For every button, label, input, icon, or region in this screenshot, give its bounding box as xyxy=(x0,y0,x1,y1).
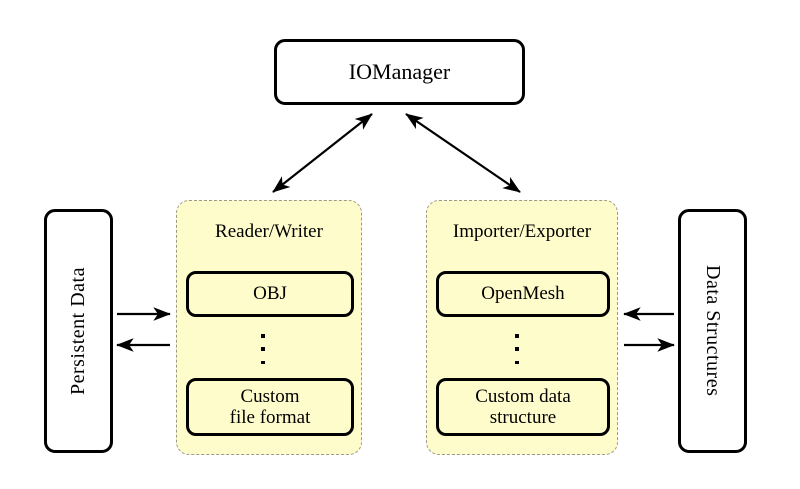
node-persistent-data-label: Persistent Data xyxy=(67,266,89,396)
panel-importer-exporter-title: Importer/Exporter xyxy=(452,221,592,242)
node-obj[interactable]: OBJ xyxy=(186,271,354,317)
arrow-iomanager-importerexporter xyxy=(405,113,521,193)
node-openmesh-label: OpenMesh xyxy=(481,283,565,305)
panel-importer-exporter: Importer/Exporter OpenMesh Custom data s… xyxy=(426,200,618,455)
panel-reader-writer-title: Reader/Writer xyxy=(215,221,323,242)
node-data-structures-label: Data Structures xyxy=(702,265,724,397)
ellipsis-icon-importer-exporter xyxy=(515,334,519,364)
panel-reader-writer: Reader/Writer OBJ Custom file format xyxy=(176,200,362,455)
node-openmesh[interactable]: OpenMesh xyxy=(436,271,610,317)
ellipsis-icon-reader-writer xyxy=(261,334,265,364)
node-obj-label: OBJ xyxy=(253,283,287,305)
node-custom-data-structure[interactable]: Custom data structure xyxy=(436,378,610,436)
node-custom-data-structure-line1: Custom data xyxy=(475,385,571,407)
node-custom-file-format[interactable]: Custom file format xyxy=(186,378,354,436)
node-custom-file-format-line1: Custom xyxy=(240,385,300,407)
node-custom-file-format-line2: file format xyxy=(229,407,311,428)
node-custom-data-structure-line2: structure xyxy=(489,407,557,428)
arrow-iomanager-readerwriter xyxy=(272,113,373,193)
node-persistent-data[interactable]: Persistent Data xyxy=(44,209,113,453)
node-iomanager-label: IOManager xyxy=(348,59,451,84)
node-iomanager[interactable]: IOManager xyxy=(274,39,525,105)
node-data-structures[interactable]: Data Structures xyxy=(678,209,747,453)
